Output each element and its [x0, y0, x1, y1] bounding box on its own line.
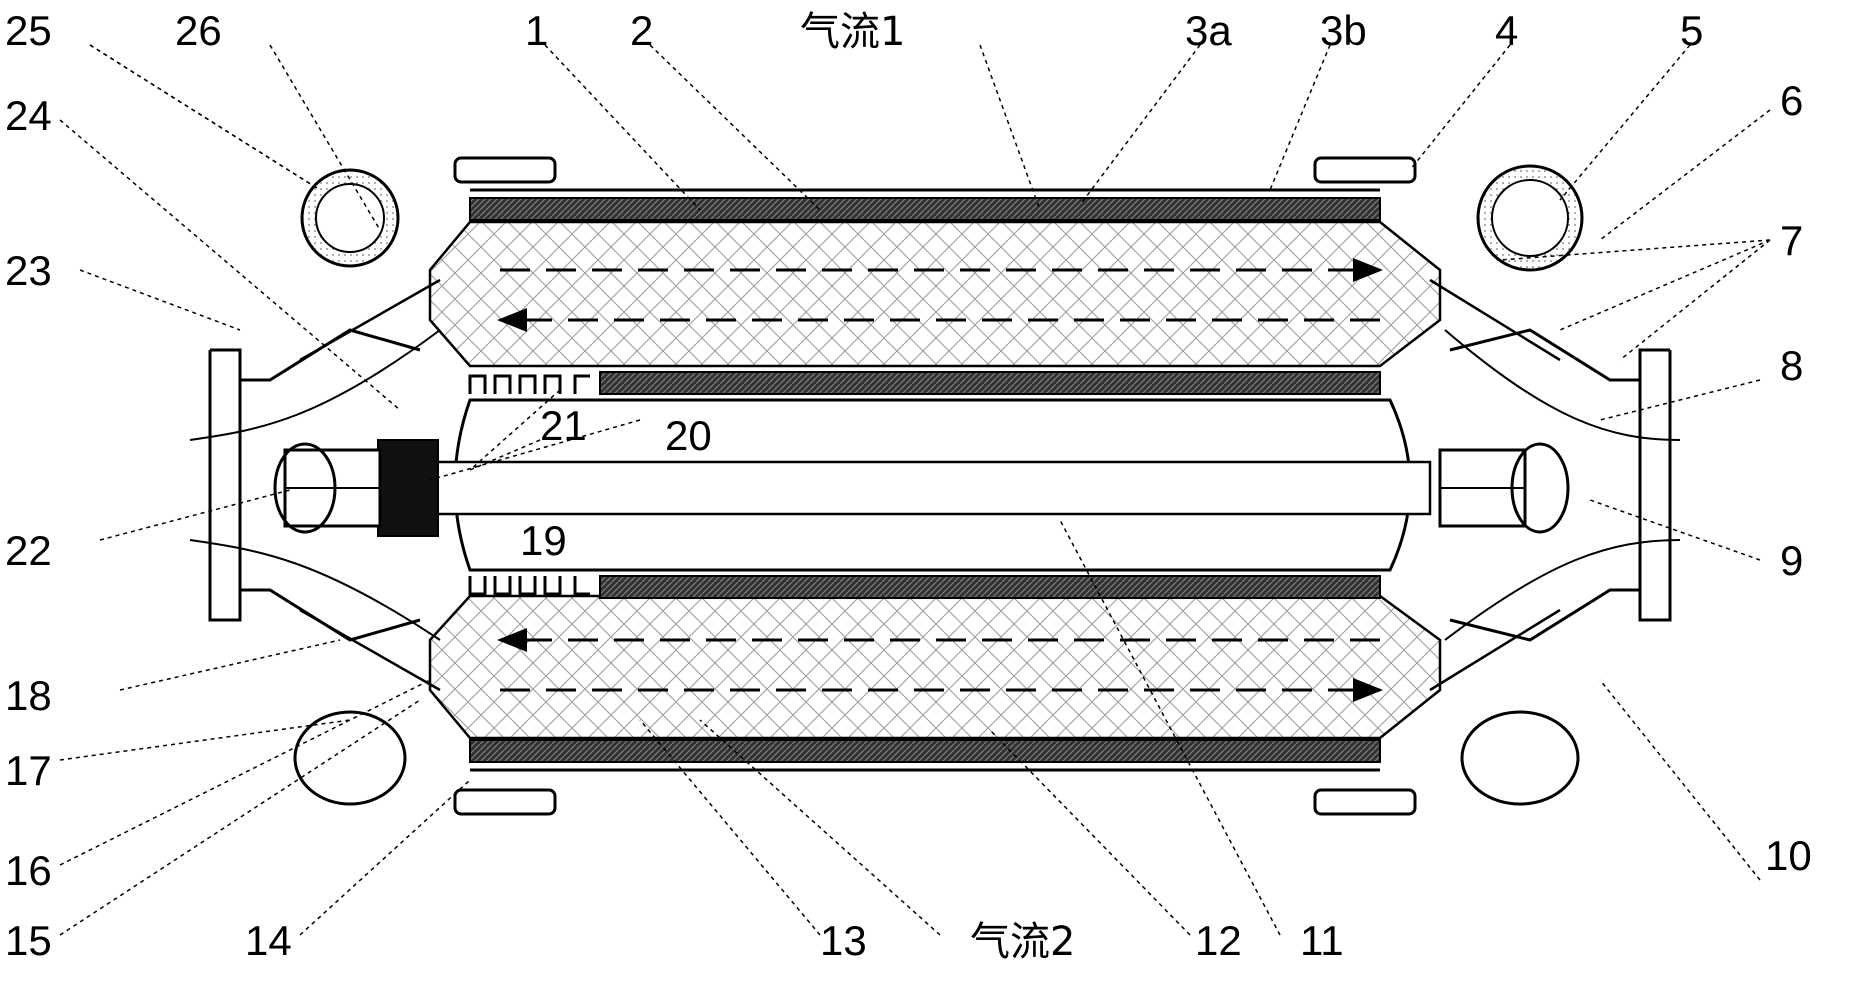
- label-24: 24: [5, 92, 52, 139]
- label-23: 23: [5, 247, 52, 294]
- torus-bottom-left: [293, 710, 407, 806]
- label-15: 15: [5, 917, 52, 964]
- label-25: 25: [5, 7, 52, 54]
- inner-band-top: [599, 371, 1381, 395]
- label-4: 4: [1495, 7, 1518, 54]
- flange-bolts: [453, 156, 1417, 816]
- label-14: 14: [245, 917, 292, 964]
- label-19: 19: [520, 517, 567, 564]
- label-26: 26: [175, 7, 222, 54]
- label-10: 10: [1765, 832, 1812, 879]
- left-nut: [273, 439, 439, 537]
- label-9: 9: [1780, 537, 1803, 584]
- label-16: 16: [5, 847, 52, 894]
- label-13: 13: [820, 917, 867, 964]
- filter-lower: [428, 594, 1442, 740]
- tie-rod: [418, 460, 1432, 516]
- label-11: 11: [1300, 917, 1344, 964]
- torus-top-right: [1476, 164, 1584, 272]
- label-20: 20: [665, 412, 712, 459]
- label-7: 7: [1780, 217, 1803, 264]
- label-2: 2: [630, 7, 653, 54]
- insulation-top: [469, 197, 1381, 221]
- right-outlet: [1429, 278, 1672, 692]
- leader-lines: [59, 44, 1771, 936]
- bellows-bottom: [468, 576, 590, 596]
- insulation-bottom: [469, 739, 1381, 763]
- label-8: 8: [1780, 342, 1803, 389]
- inner-band-bottom: [599, 575, 1381, 599]
- label-12: 12: [1195, 917, 1242, 964]
- label-22: 22: [5, 527, 52, 574]
- label-21: 21: [540, 402, 587, 449]
- torus-bottom-right: [1460, 710, 1580, 806]
- airflow-arrows: [497, 258, 1383, 702]
- inlet-flow-lines: [189, 329, 1681, 641]
- label-17: 17: [5, 747, 52, 794]
- bellows-top: [468, 374, 590, 394]
- label-airflow-1: 气流1: [800, 9, 905, 55]
- part-labels: 25 26 1 2 气流1 3a 3b 4 5 6 7 8 9 10 11 12…: [5, 7, 1812, 965]
- label-3b: 3b: [1320, 7, 1367, 54]
- right-nut: [1438, 442, 1570, 534]
- label-3a: 3a: [1185, 7, 1232, 54]
- label-airflow-2: 气流2: [970, 919, 1075, 965]
- label-1: 1: [525, 7, 548, 54]
- filter-upper: [428, 220, 1442, 368]
- label-5: 5: [1680, 7, 1703, 54]
- torus-top-left: [300, 168, 400, 268]
- left-inlet: [208, 278, 441, 692]
- label-6: 6: [1780, 77, 1803, 124]
- label-18: 18: [5, 672, 52, 719]
